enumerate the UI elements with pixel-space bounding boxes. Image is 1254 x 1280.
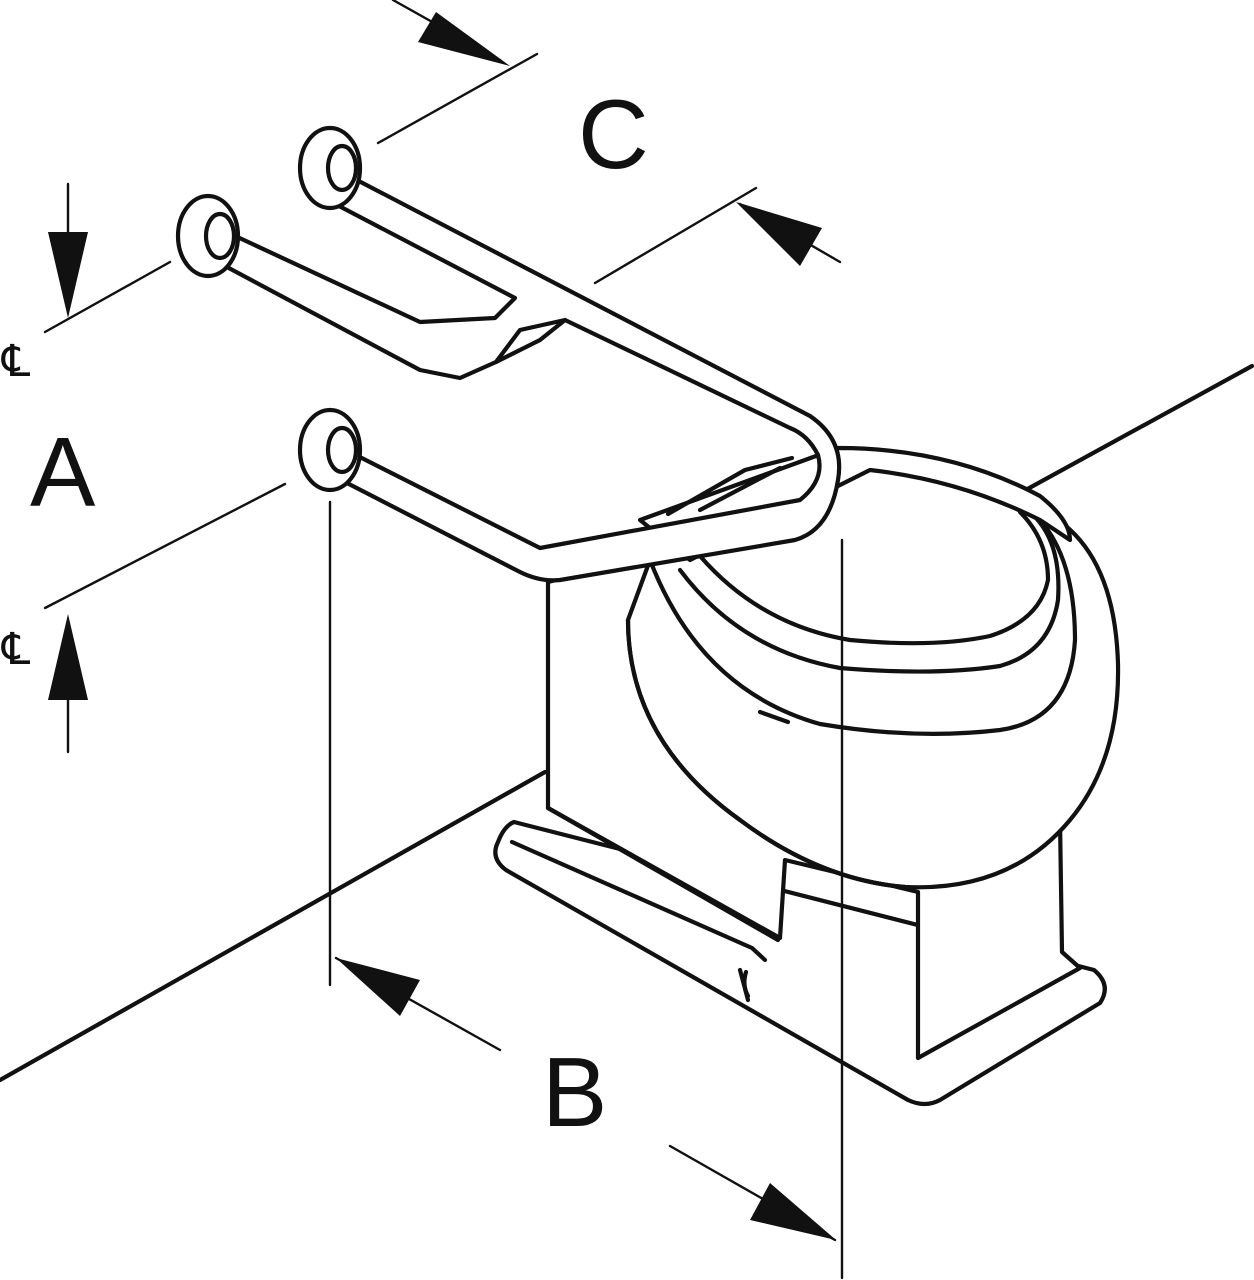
- label-c: C: [578, 79, 649, 189]
- dim-a-extension-top: [43, 260, 172, 334]
- dim-c-arrow-left: [418, 12, 510, 66]
- floor-wall-edge: [0, 769, 548, 1083]
- label-b: B: [542, 1037, 607, 1147]
- dim-a-arrow-bottom: [48, 614, 88, 700]
- dim-a-arrow-top: [48, 232, 88, 318]
- back-wall-edge: [1019, 363, 1254, 495]
- dim-a-extension-bottom: [43, 482, 287, 610]
- dim-c-arrow-right: [736, 202, 822, 266]
- grab-bar: [175, 125, 842, 583]
- centerline-symbol-bottom: ℄: [1, 624, 31, 675]
- toilet: [545, 445, 1121, 1061]
- label-a: A: [30, 417, 96, 527]
- labels: C A B ℄ ℄: [1, 79, 649, 1147]
- dim-b-arrow-right: [750, 1183, 836, 1240]
- dim-c-extension-left: [376, 52, 539, 145]
- dimensions: [43, 0, 844, 1280]
- dim-c-extension-right: [593, 186, 758, 285]
- dim-b-arrow-left: [336, 958, 420, 1016]
- room-lines: [0, 363, 1254, 1083]
- centerline-symbol-top: ℄: [1, 336, 31, 387]
